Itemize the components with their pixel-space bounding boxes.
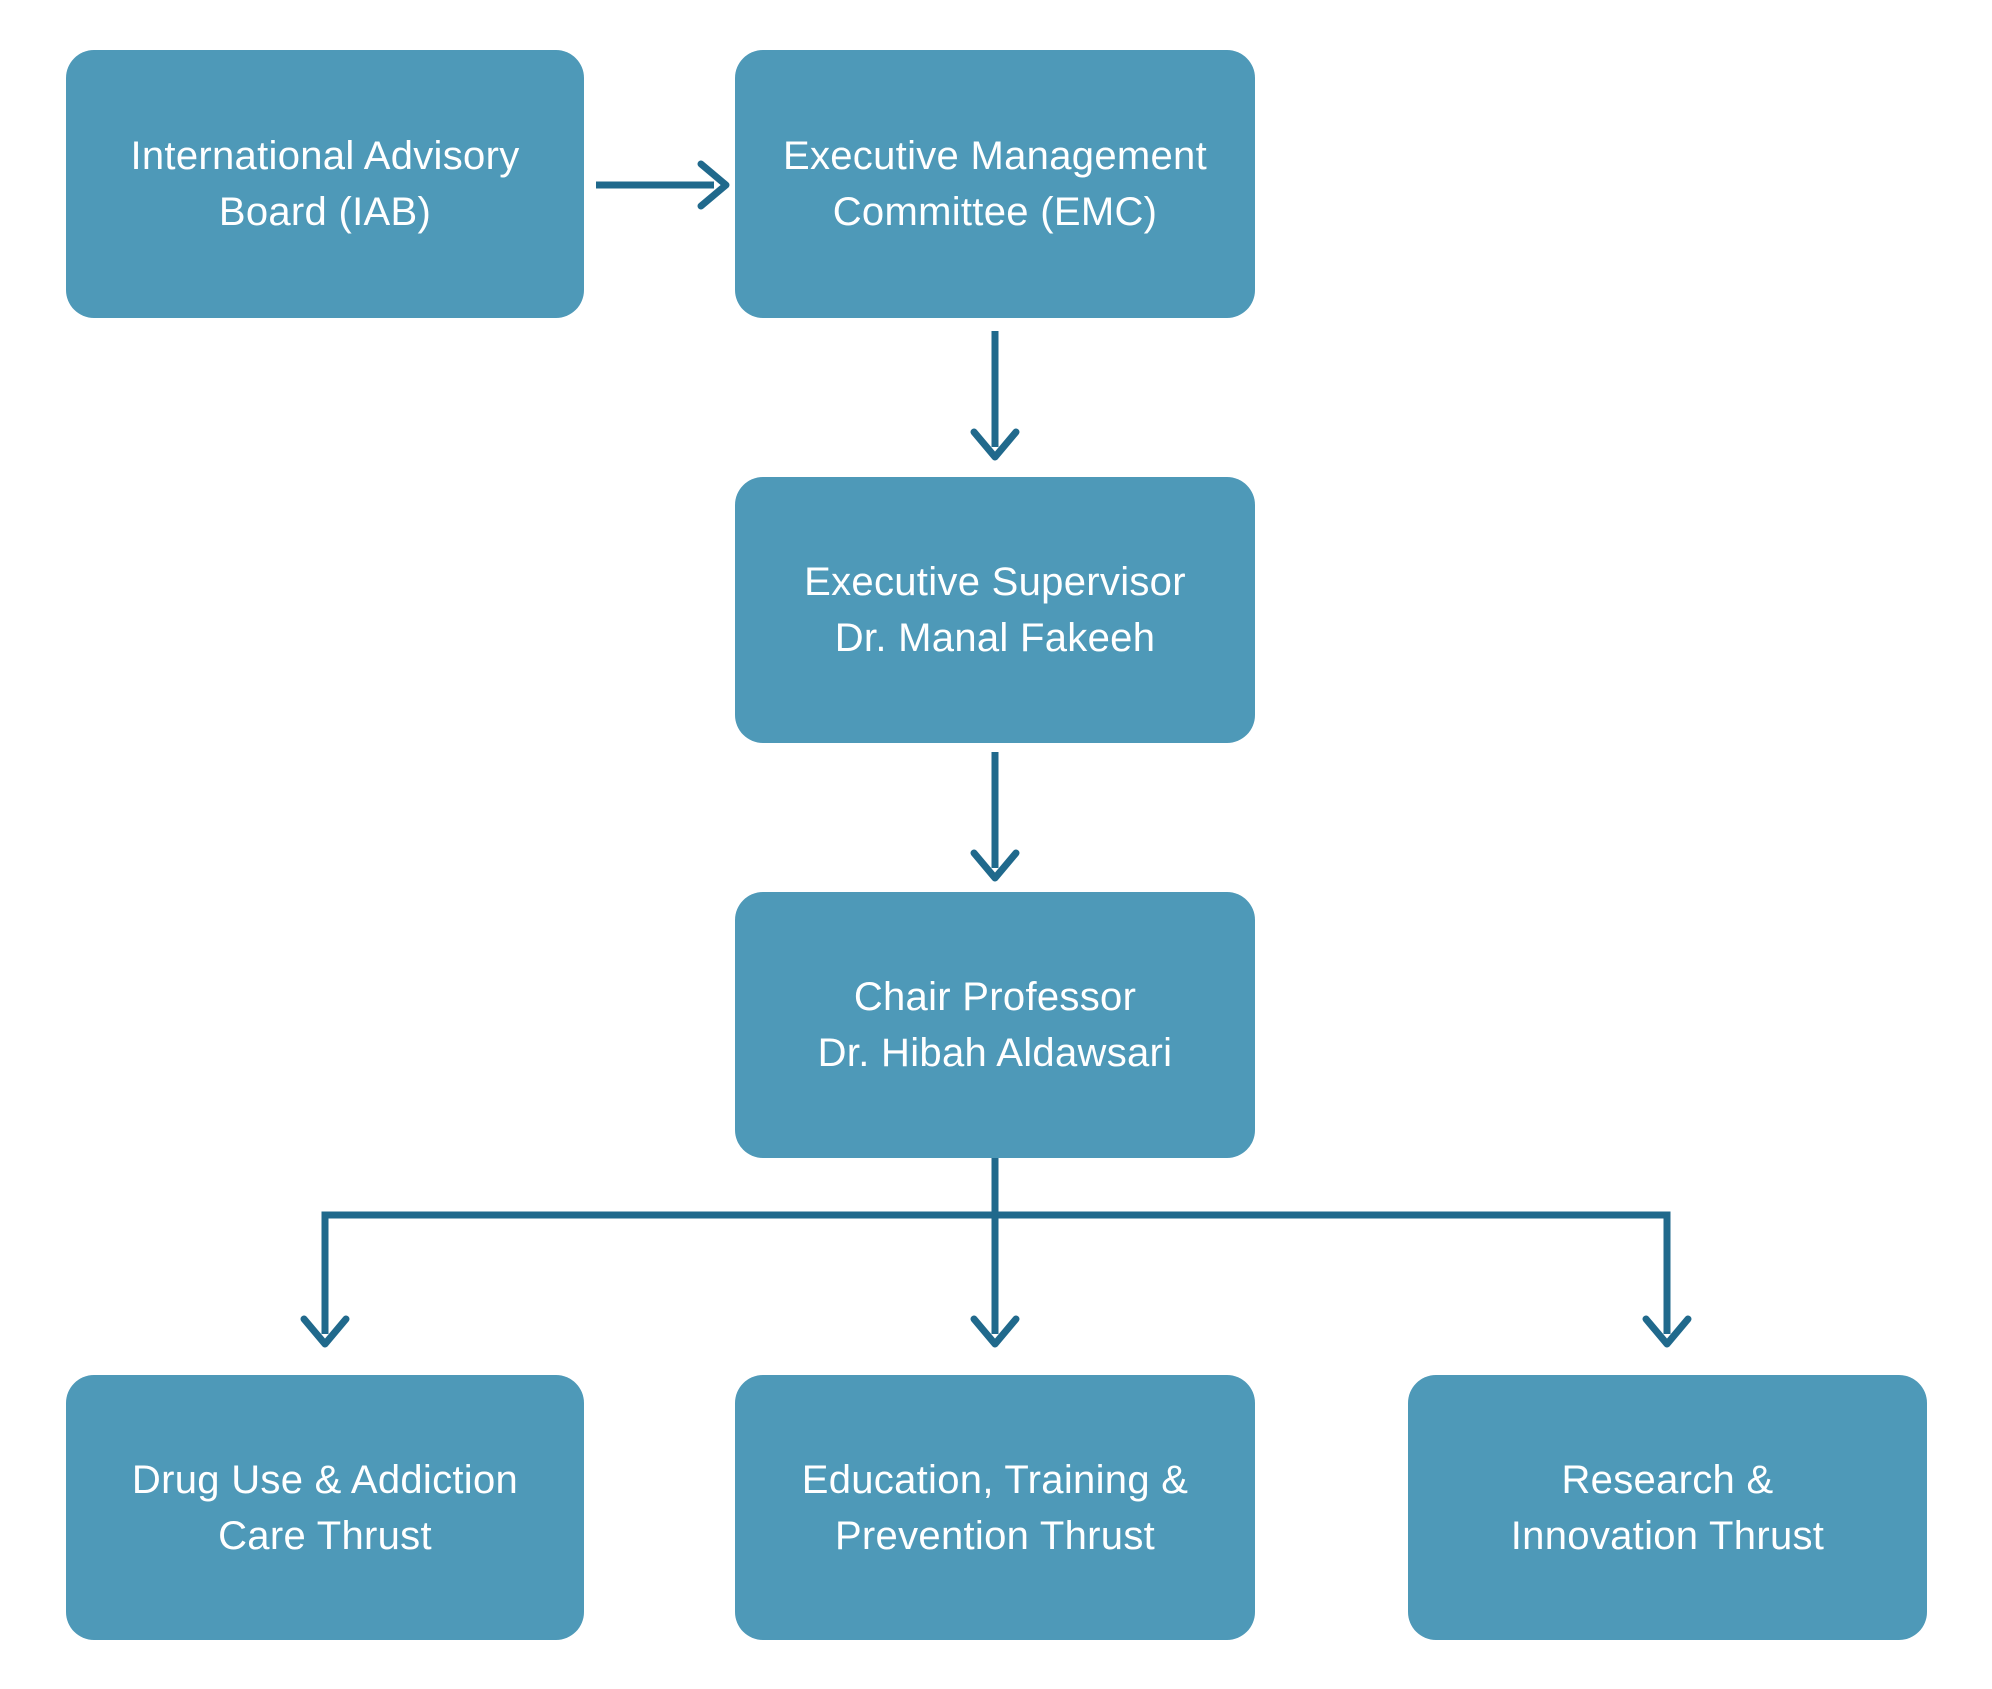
node-label-line: International Advisory <box>130 134 520 178</box>
node-drug-use-addiction-care-thrust: Drug Use & Addiction Care Thrust <box>66 1375 584 1640</box>
node-label-line: Research & <box>1561 1457 1774 1502</box>
node-label-line: Prevention Thrust <box>834 1513 1156 1558</box>
arrow-right-icon <box>596 160 730 210</box>
node-label-line: Chair Professor <box>853 975 1137 1019</box>
node-label-line: Innovation Thrust <box>1510 1513 1825 1558</box>
node-label-line: Executive Supervisor <box>804 560 1186 604</box>
arrow-down-icon <box>970 331 1020 461</box>
node-label-line: Dr. Manal Fakeeh <box>834 616 1156 660</box>
arrow-down-icon <box>970 752 1020 882</box>
node-label-line: Care Thrust <box>218 1513 432 1558</box>
node-executive-supervisor: Executive Supervisor Dr. Manal Fakeeh <box>735 477 1255 743</box>
node-research-innovation-thrust: Research & Innovation Thrust <box>1408 1375 1927 1640</box>
node-label-line: Committee (EMC) <box>832 190 1158 234</box>
node-international-advisory-board: International Advisory Board (IAB) <box>66 50 584 318</box>
node-chair-professor: Chair Professor Dr. Hibah Aldawsari <box>735 892 1255 1158</box>
node-executive-management-committee: Executive Management Committee (EMC) <box>735 50 1255 318</box>
node-label-line: Drug Use & Addiction <box>131 1457 519 1502</box>
branch-connector <box>300 1158 1692 1348</box>
node-label-line: Executive Management <box>782 134 1207 178</box>
node-label-line: Board (IAB) <box>218 190 432 234</box>
node-label-line: Dr. Hibah Aldawsari <box>817 1031 1173 1075</box>
node-label-line: Education, Training & <box>801 1457 1189 1502</box>
node-education-training-prevention-thrust: Education, Training & Prevention Thrust <box>735 1375 1255 1640</box>
